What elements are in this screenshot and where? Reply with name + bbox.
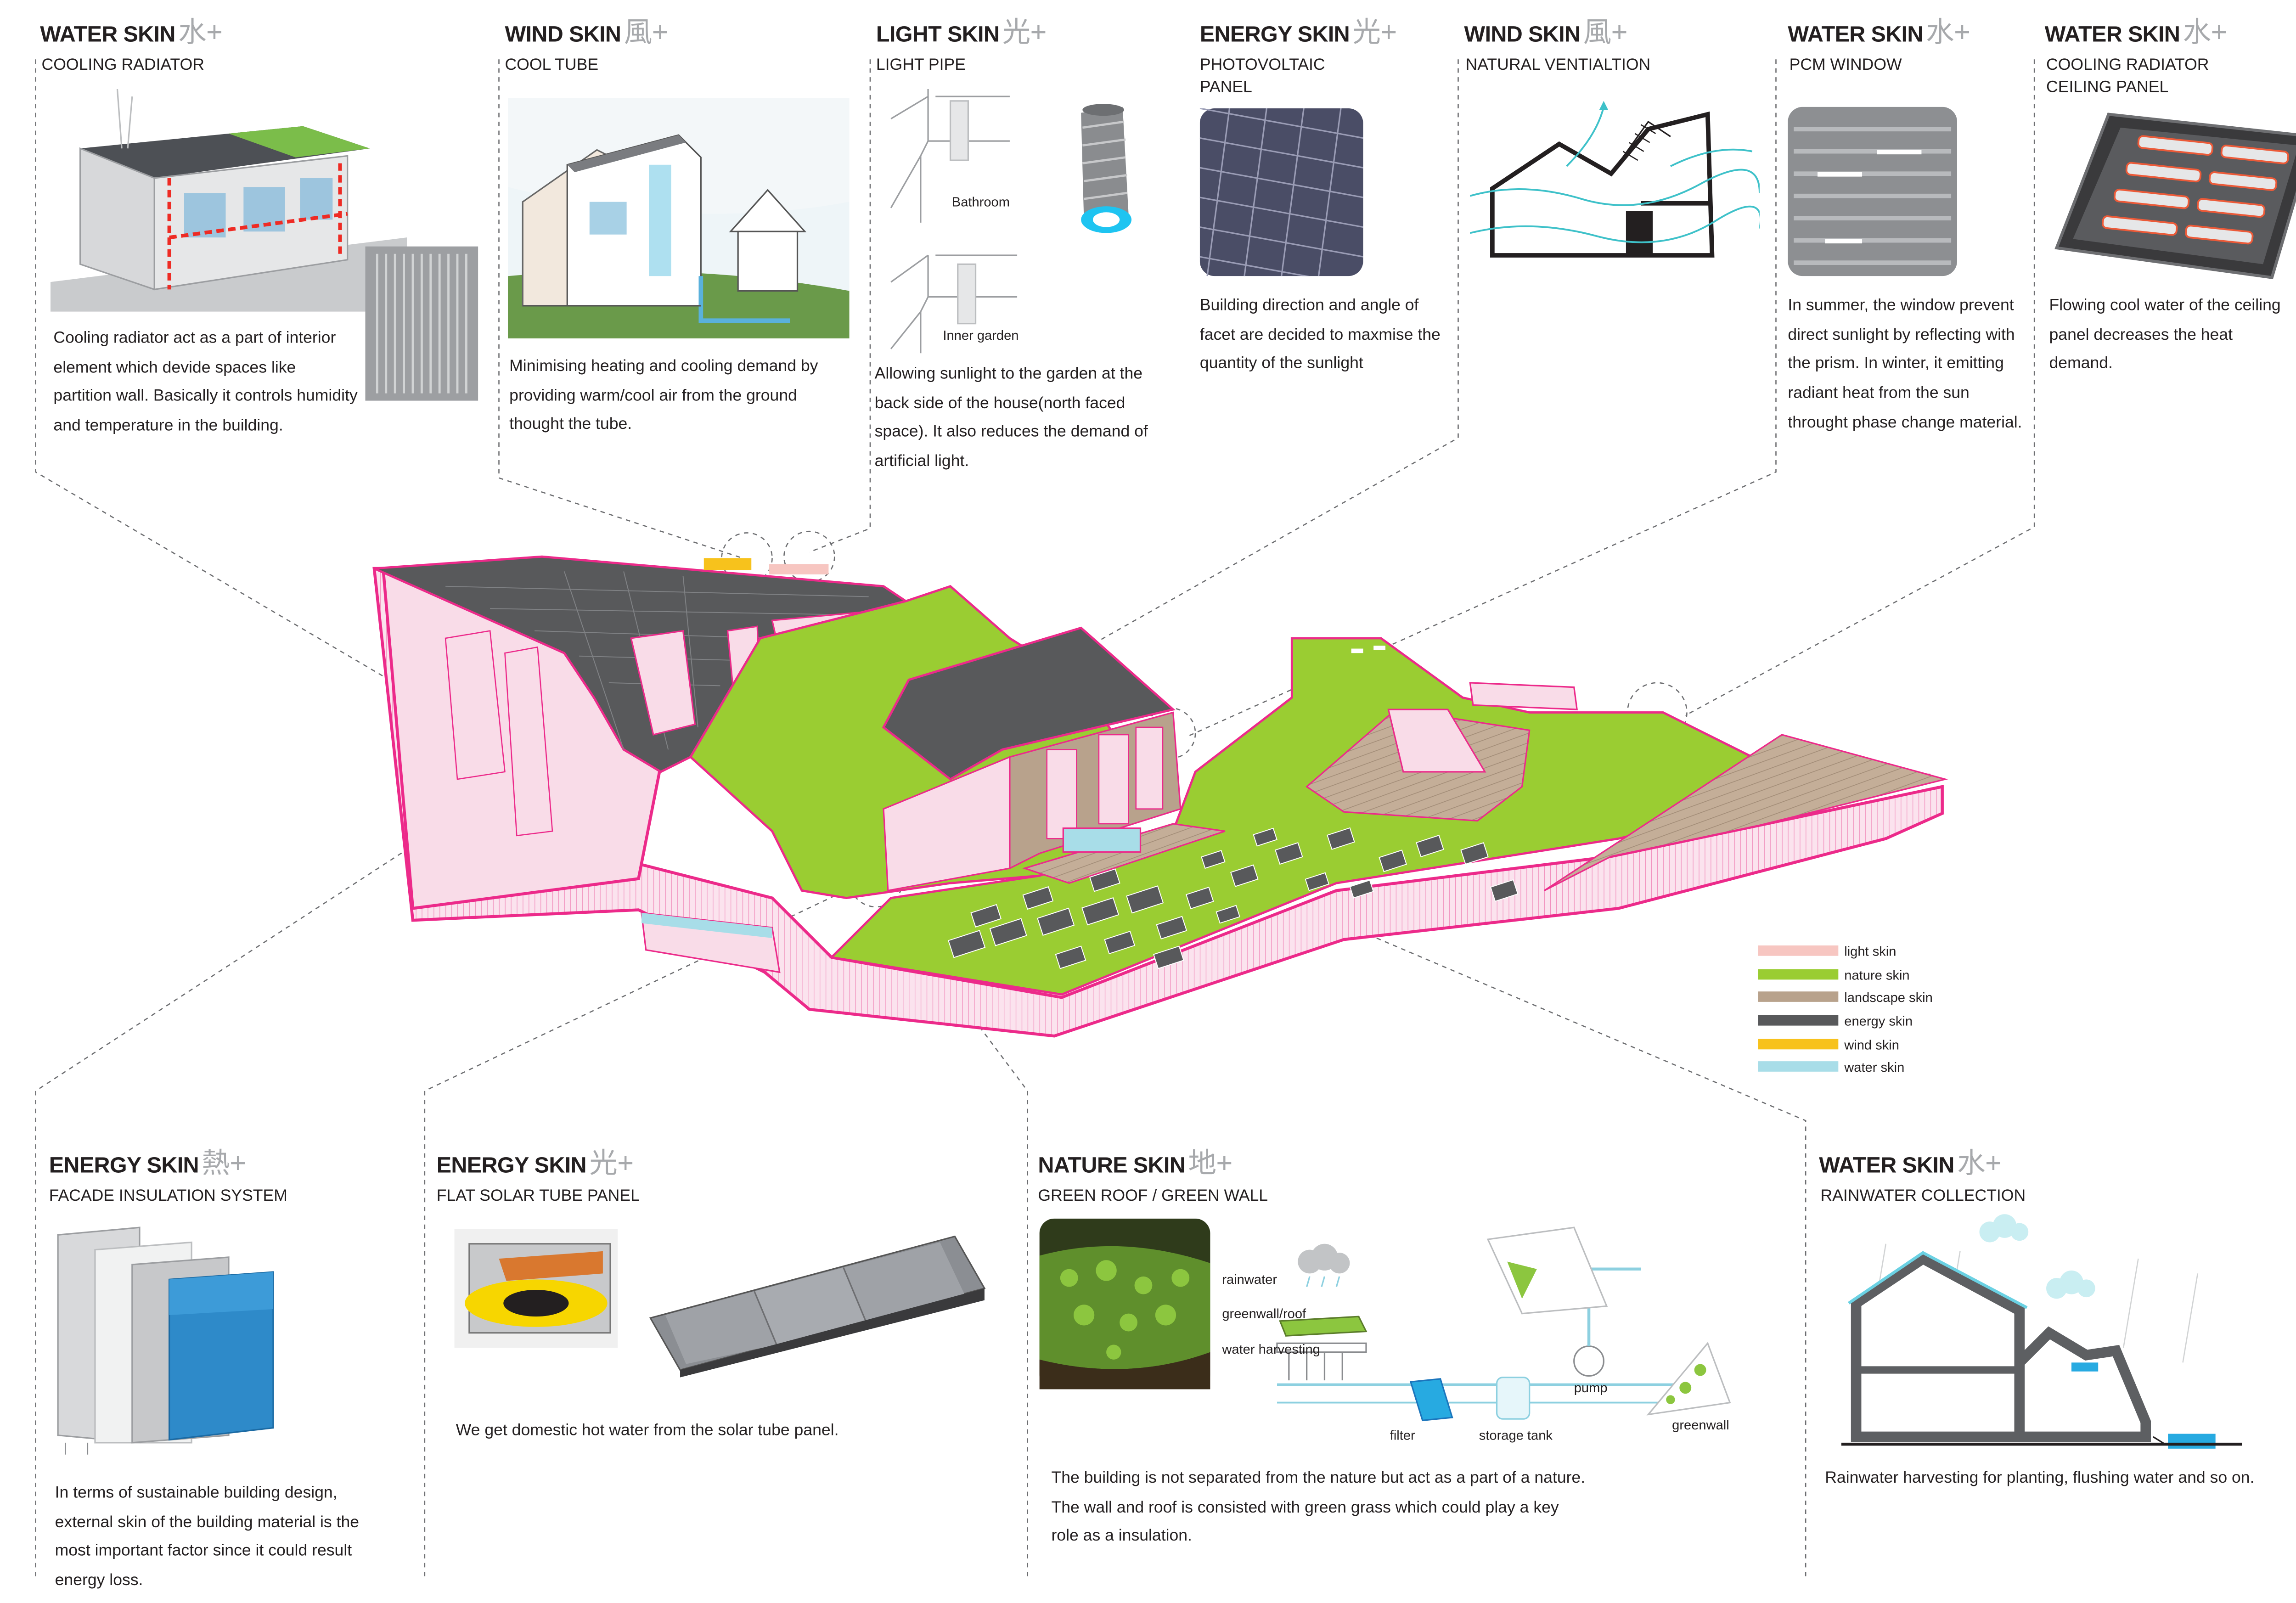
diagram-label-pump: pump [1574,1380,1608,1395]
connector-p4 [1069,59,1459,658]
diagram-label-water-harvesting: water harvesting [1222,1342,1320,1357]
connector-p10 [890,908,1029,1576]
legend-item-nature: nature skin [1758,965,1966,985]
panel-cool-tube-subtitle: COOL TUBE [505,56,599,74]
legend-item-light: light skin [1758,941,1966,962]
legend-swatch [1758,945,1839,956]
pool [1062,827,1142,853]
light-pipe-label-inner-garden: Inner garden [943,328,1019,343]
building-base [372,567,1944,1038]
radiator-panel-photo [365,246,478,401]
panel-pcm-window-subtitle: PCM WINDOW [1789,56,1902,74]
deck-right [1544,734,1948,891]
house-cooling-radiator-illustration [50,89,407,312]
panel-cool-tube-description: Minimising heating and cooling demand by… [509,358,818,434]
legend-item-landscape: landscape skin [1758,987,1966,1008]
diagram-label-storage-tank: storage tank [1479,1428,1553,1443]
connector-p11 [1306,908,1806,1576]
solar-tube-cross-section-photo [454,1229,618,1348]
panel-photovoltaic-subtitle: PHOTOVOLTAIC PANEL [1199,56,1325,97]
facade-insulation-layers-illustration [57,1226,274,1455]
ceiling-panel-illustration [2054,112,2296,280]
panel-water-radiator-description: Cooling radiator act as a part of interi… [53,329,358,435]
legend-swatch [1758,991,1839,1002]
diagram-label-filter: filter [1390,1428,1415,1443]
legend-swatch [1758,1061,1839,1072]
panel-rainwater-description: Rainwater harvesting for planting, flush… [1825,1469,2255,1487]
solar-roof-mid [882,626,1176,781]
legend-label: nature skin [1844,967,1910,983]
green-roof-grass-photo [1039,1218,1210,1389]
panel-solar-tube-description: We get domestic hot water from the solar… [456,1422,839,1440]
cool-tube-illustration [507,98,850,338]
panel-water-radiator-subtitle: COOLING RADIATOR [41,56,204,74]
light-pipe-label-bathroom: Bathroom [951,194,1010,209]
flat-solar-panel-photo [649,1235,986,1378]
panel-green-roof-subtitle: GREEN ROOF / GREEN WALL [1038,1187,1268,1205]
legend-label: landscape skin [1844,990,1933,1005]
panel-green-roof-description: The building is not separated from the n… [1051,1469,1586,1546]
legend-label: wind skin [1844,1037,1899,1052]
panel-facade-insulation-description: In terms of sustainable building design,… [55,1484,360,1590]
light-skin-patch [769,564,829,574]
legend-item-energy: energy skin [1758,1011,1966,1031]
diagram-label-rainwater: rainwater [1222,1272,1277,1287]
legend-label: water skin [1844,1059,1905,1075]
panel-photovoltaic-description: Building direction and angle of facet ar… [1199,297,1441,373]
legend-swatch [1758,1039,1839,1050]
diagram-label-greenwall: greenwall [1672,1417,1729,1433]
rainwater-collection-section [1841,1214,2242,1449]
natural-ventilation-section [1469,101,1760,258]
connector-p1 [35,59,476,731]
pcm-window-photo [1788,107,1958,276]
panel-facade-insulation-subtitle: FACADE INSULATION SYSTEM [49,1187,287,1205]
light-pipe-section-diagrams [890,89,1018,354]
connector-p7 [1685,59,2035,716]
panel-light-pipe-description: Allowing sunlight to the garden at the b… [874,365,1148,471]
legend-swatch [1758,969,1839,980]
legend-label: energy skin [1844,1013,1913,1029]
photovoltaic-panel-photo [1199,108,1363,276]
panel-solar-tube-subtitle: FLAT SOLAR TUBE PANEL [436,1187,640,1205]
legend-label: light skin [1844,944,1896,959]
panel-pcm-window-description: In summer, the window prevent direct sun… [1788,297,2022,432]
legend-item-wind: wind skin [1758,1035,1966,1055]
connector-p2 [498,59,743,559]
panel-ceiling-panel-description: Flowing cool water of the ceiling panel … [2049,297,2281,373]
diagram-label-greenwall-roof: greenwall/roof [1222,1306,1306,1321]
legend-item-water: water skin [1758,1057,1966,1077]
field-solar-panels [948,827,1519,969]
green-roof-water-system-diagram [1276,1226,1731,1422]
legend-swatch [1758,1015,1839,1026]
light-pipe-tube-photo [1081,104,1132,233]
connector-p8 [35,833,431,1576]
connector-p6 [1187,59,1777,737]
panel-ceiling-panel-subtitle: COOLING RADIATOR CEILING PANEL [2046,56,2209,97]
panel-light-pipe-subtitle: LIGHT PIPE [876,56,966,74]
connector-p9 [424,883,862,1576]
panel-natural-ventilation-subtitle: NATURAL VENTIALTION [1465,56,1651,74]
panel-rainwater-subtitle: RAINWATER COLLECTION [1820,1187,2026,1205]
wind-skin-patch [703,558,752,570]
